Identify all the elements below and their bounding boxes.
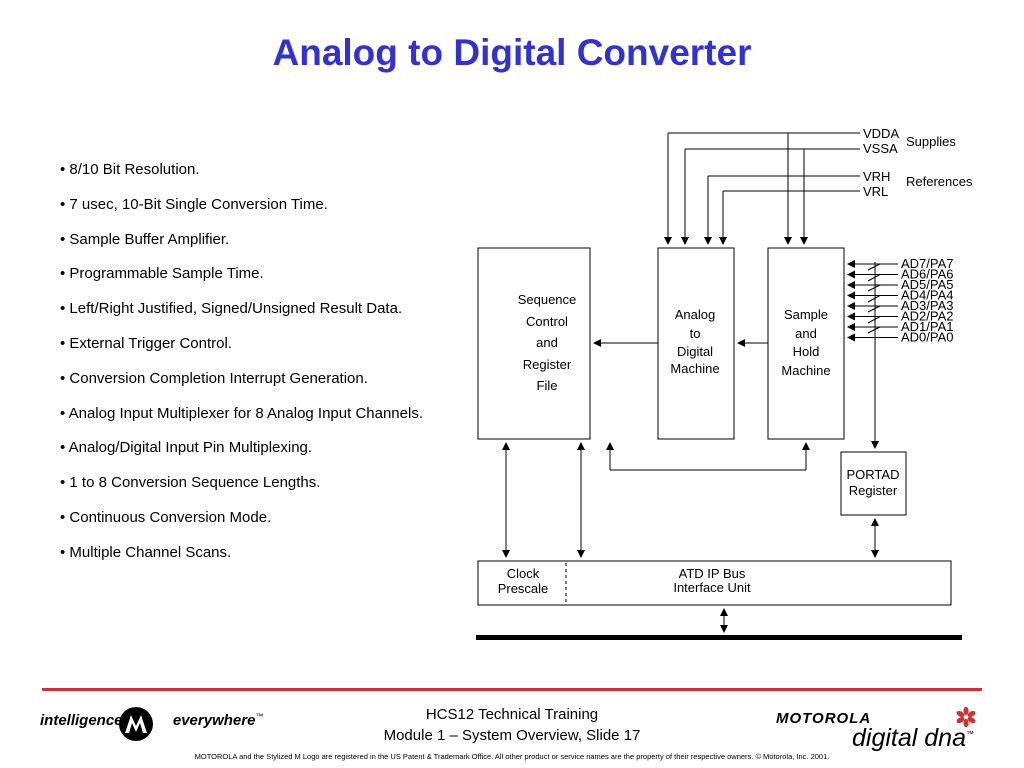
sh-label-line: Machine	[781, 363, 830, 378]
tap-3	[867, 284, 881, 292]
sh-label-line: Hold	[793, 344, 820, 359]
portad-label-line: PORTAD	[847, 467, 900, 482]
slide-title: Analog to Digital Converter	[272, 32, 752, 73]
trademark: ™	[255, 712, 264, 721]
ad6-label: AD6/PA6	[901, 267, 954, 282]
clock-label-line: Clock	[507, 566, 540, 581]
feature-item: • Analog/Digital Input Pin Multiplexing.	[60, 439, 313, 457]
feature-item: • Sample Buffer Amplifier.	[60, 230, 230, 248]
feature-item: • Multiple Channel Scans.	[60, 543, 232, 561]
seq-label-line: and	[536, 335, 558, 350]
slide-reference: Module 1 – System Overview, Slide 17	[383, 727, 641, 744]
sh-label-line: Sample	[784, 307, 828, 322]
vssa-label: VSSA	[863, 141, 898, 156]
trademark: ™	[965, 729, 974, 739]
system-bus-bar	[476, 635, 962, 640]
feature-item: • Left/Right Justified, Signed/Unsigned …	[60, 300, 403, 318]
vrl-label: VRL	[863, 184, 888, 199]
adc-label-line: Digital	[677, 344, 713, 359]
feature-item: • 8/10 Bit Resolution.	[60, 161, 200, 178]
seq-label-line: Sequence	[518, 292, 577, 307]
tap-1	[867, 263, 881, 271]
bus-label-line: Interface Unit	[673, 580, 751, 595]
feature-item: • Conversion Completion Interrupt Genera…	[60, 369, 368, 387]
sequence-control-block	[477, 247, 591, 440]
dna-asterisk-icon	[956, 706, 976, 728]
analog-to-digital-block	[657, 247, 735, 440]
feature-item: • 1 to 8 Conversion Sequence Lengths.	[60, 474, 321, 492]
legal-notice: MOTOROLA and the Stylized M Logo are reg…	[194, 752, 830, 761]
supplies-label: Supplies	[906, 134, 956, 149]
ad4-label: AD4/PA4	[901, 288, 954, 303]
ad1-label: AD1/PA1	[901, 319, 954, 334]
ad0-label: AD0/PA0	[901, 330, 954, 345]
feature-list: • 8/10 Bit Resolution. • 7 usec, 10-Bit …	[60, 160, 423, 578]
seq-label-line: Register	[523, 357, 572, 372]
feature-item: • Analog Input Multiplexer for 8 Analog …	[60, 404, 423, 422]
tap-7	[867, 326, 881, 334]
portad-label-line: Register	[849, 483, 898, 498]
ad2-label: AD2/PA2	[901, 309, 954, 324]
analog-input-arrows	[847, 260, 898, 342]
adc-label-line: to	[690, 326, 701, 341]
motorola-wordmark: MOTOROLA	[776, 710, 872, 727]
ad3-label: AD3/PA3	[901, 298, 954, 313]
brand-word: everywhere	[172, 712, 256, 729]
adc-label-line: Machine	[670, 361, 719, 376]
references-label: References	[906, 174, 973, 189]
intelligence-everywhere-logo: intelligence everywhere™	[40, 712, 263, 729]
ad5-label: AD5/PA5	[901, 277, 954, 292]
portad-register-block	[840, 451, 907, 516]
ad7-label: AD7/PA7	[901, 256, 954, 271]
digitaldna-logo: digital dna™	[852, 724, 974, 753]
seq-label-line: File	[537, 378, 558, 393]
motorola-m-icon	[119, 707, 153, 741]
tap-2	[867, 274, 881, 282]
sh-label-line: and	[795, 326, 817, 341]
feature-item: • 7 usec, 10-Bit Single Conversion Time.	[60, 195, 328, 213]
adc-label-line: Analog	[675, 307, 715, 322]
bus-interface-block	[477, 560, 952, 606]
vdda-label: VDDA	[863, 126, 899, 141]
digitaldna-wordmark: digital dna	[852, 724, 966, 752]
footer-rule	[42, 688, 982, 691]
tap-5	[867, 305, 881, 313]
clock-label-line: Prescale	[498, 581, 549, 596]
tap-6	[867, 316, 881, 324]
brand-word: intelligence	[40, 712, 123, 729]
feature-item: • External Trigger Control.	[60, 334, 232, 352]
vrh-label: VRH	[863, 169, 890, 184]
bus-label-line: ATD IP Bus	[679, 566, 746, 581]
feature-item: • Continuous Conversion Mode.	[60, 508, 272, 526]
feature-item: • Programmable Sample Time.	[60, 265, 264, 283]
course-title: HCS12 Technical Training	[425, 706, 599, 723]
seq-label-line: Control	[526, 314, 568, 329]
tap-4	[867, 295, 881, 303]
